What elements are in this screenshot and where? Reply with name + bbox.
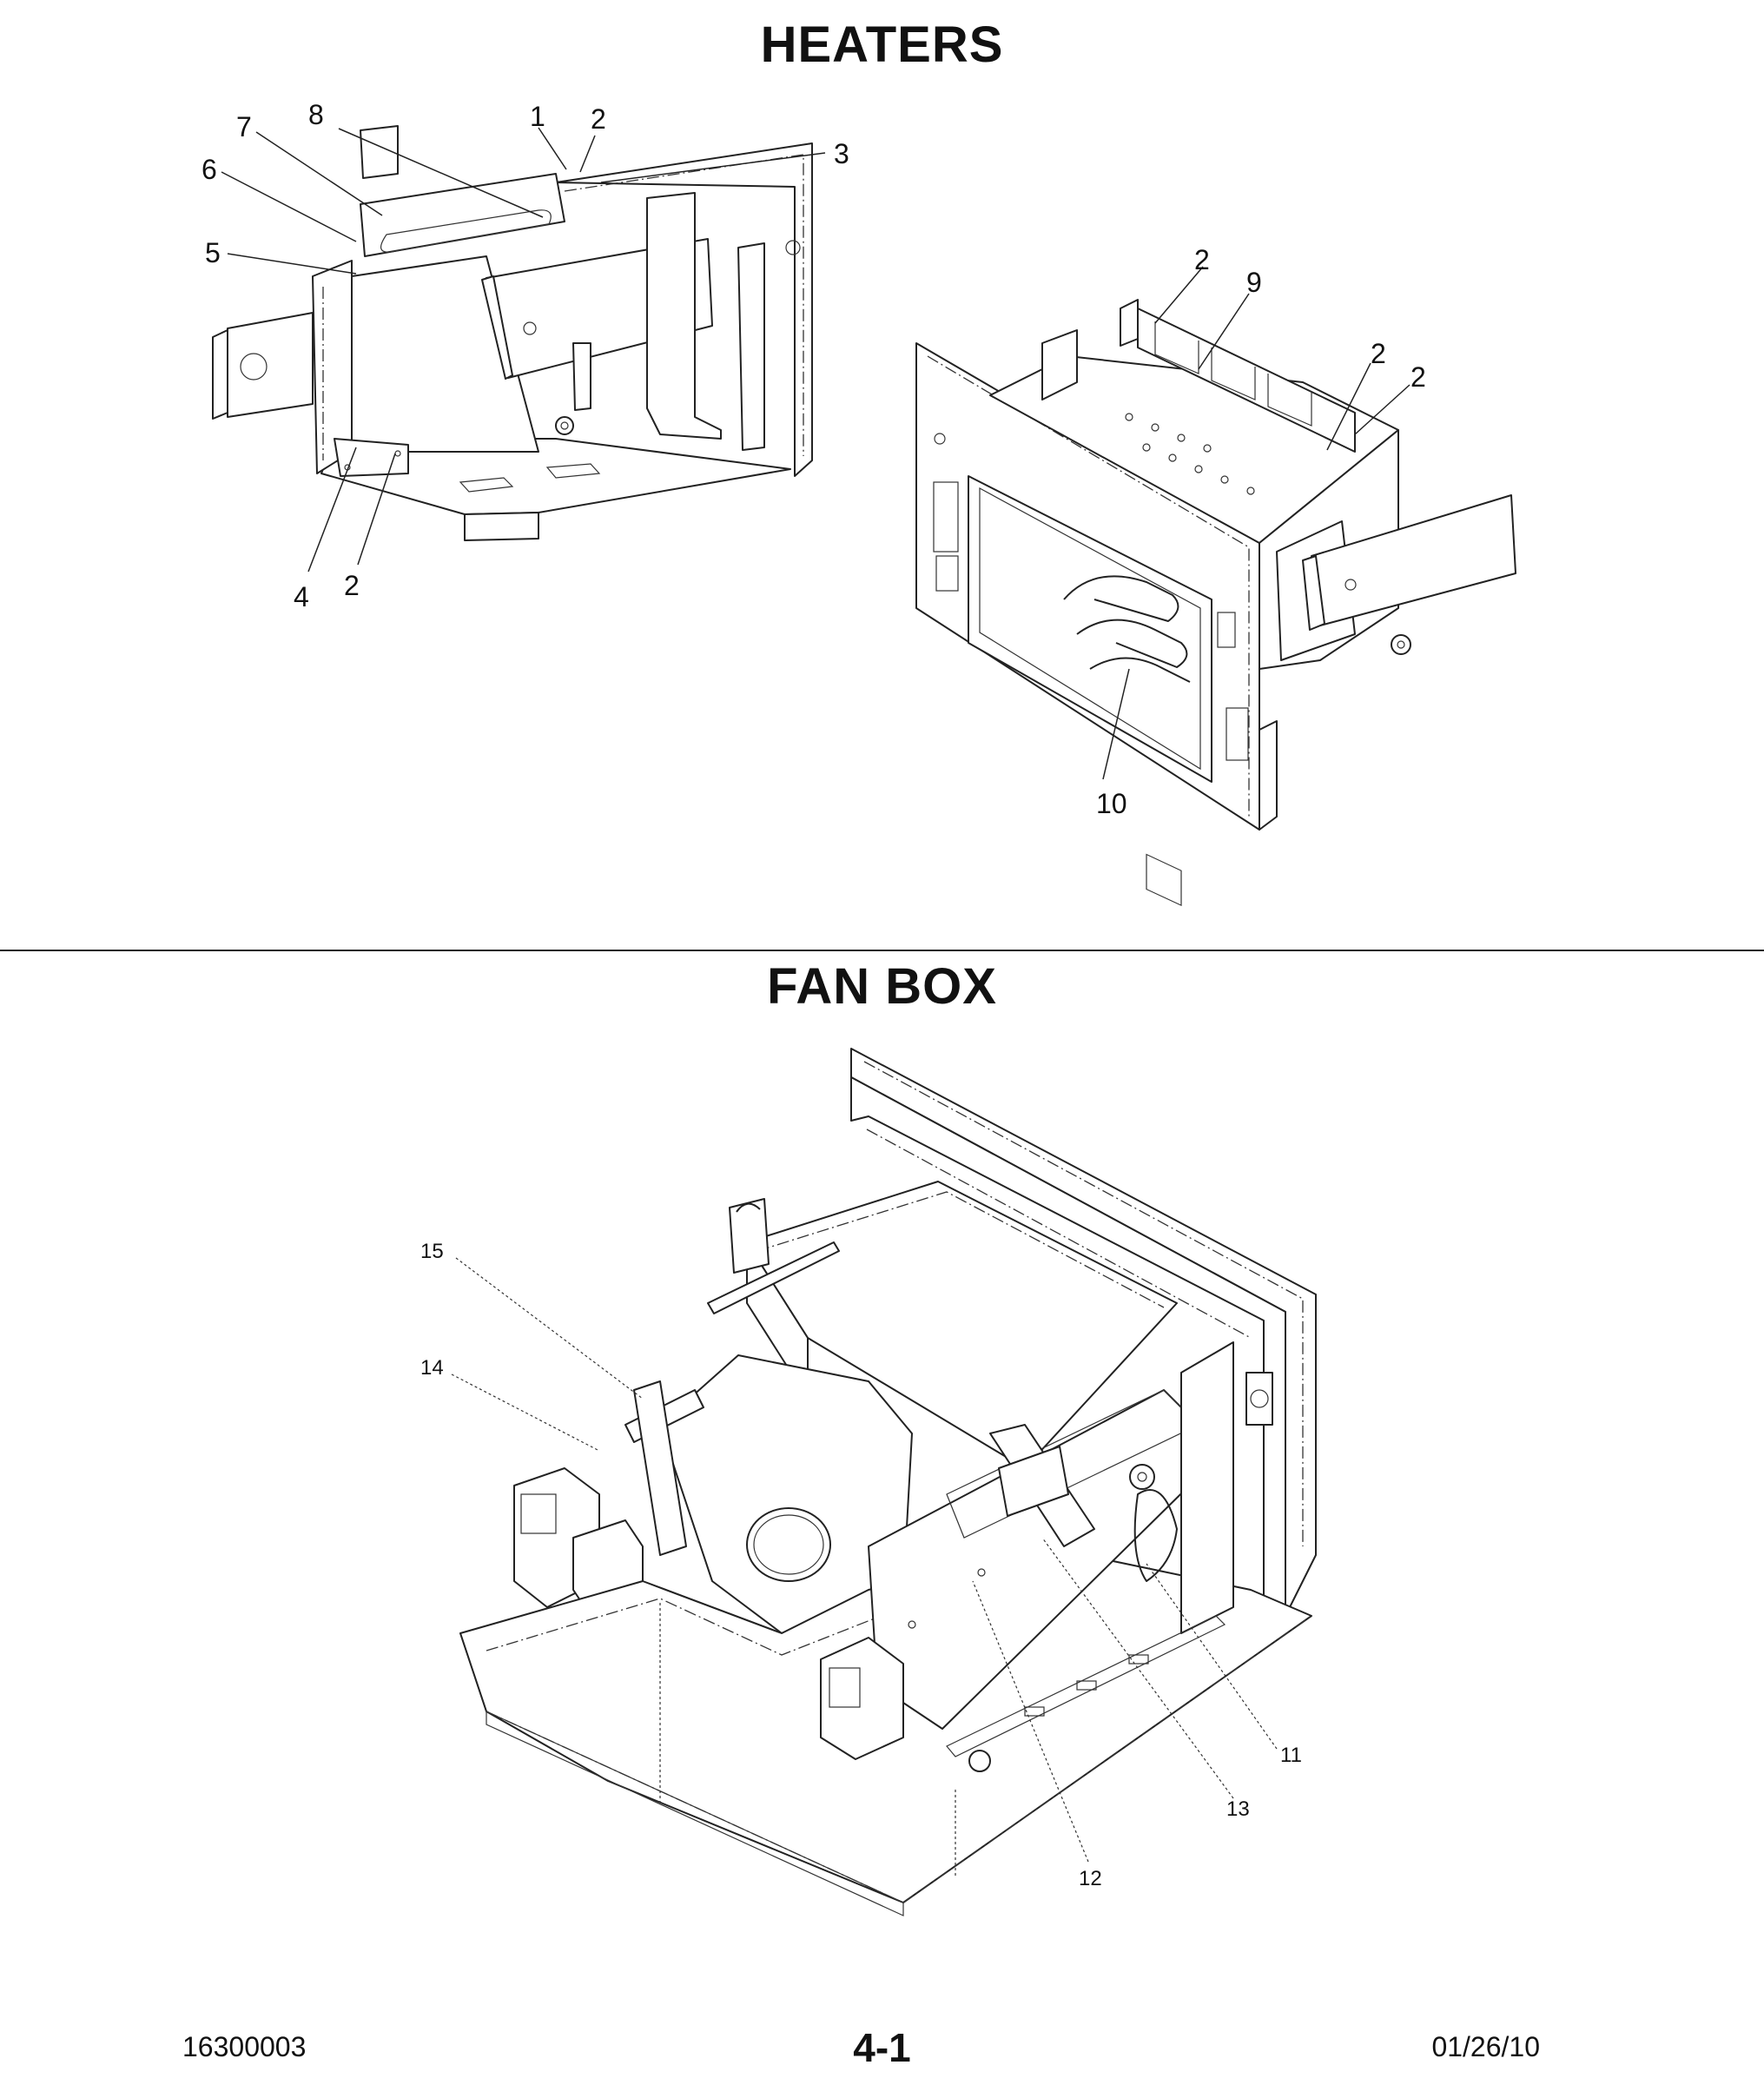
callout-2: 2: [1371, 338, 1386, 369]
heaters-callouts: 1 2 3 4 2 5 6 7 8 2 9 2 2 10: [202, 99, 1426, 819]
callout-2: 2: [344, 570, 360, 601]
section-divider: [0, 950, 1764, 951]
heaters-title: HEATERS: [760, 17, 1004, 73]
callout-2: 2: [591, 103, 606, 135]
callout-10: 10: [1096, 788, 1127, 819]
callout-6: 6: [202, 154, 217, 185]
callout-9: 9: [1246, 267, 1262, 298]
callout-7: 7: [236, 111, 252, 142]
heaters-leaders: [221, 127, 1411, 780]
page-number: 4-1: [853, 2025, 911, 2070]
fanbox-leaders: [451, 1257, 1278, 1863]
callout-3: 3: [834, 138, 849, 169]
callout-12: 12: [1079, 1867, 1102, 1890]
callout-8: 8: [308, 99, 324, 130]
callout-11: 11: [1280, 1744, 1302, 1767]
callout-14: 14: [420, 1356, 444, 1380]
callout-1: 1: [530, 101, 545, 132]
callout-2: 2: [1194, 244, 1210, 275]
callout-13: 13: [1226, 1797, 1250, 1821]
callout-15: 15: [420, 1240, 444, 1263]
fanbox-callouts: 15 14 11 13 12: [420, 1240, 1302, 1890]
fanbox-title: FAN BOX: [767, 958, 997, 1015]
revision-date: 01/26/10: [1431, 2031, 1540, 2062]
callout-5: 5: [205, 237, 221, 268]
part-number: 16300003: [182, 2031, 307, 2062]
heater-assembly-right: [915, 299, 1516, 907]
heater-assembly-left: [212, 125, 813, 541]
callout-2: 2: [1411, 361, 1426, 393]
fan-box-assembly: [459, 1048, 1317, 1916]
callout-4: 4: [294, 581, 309, 612]
